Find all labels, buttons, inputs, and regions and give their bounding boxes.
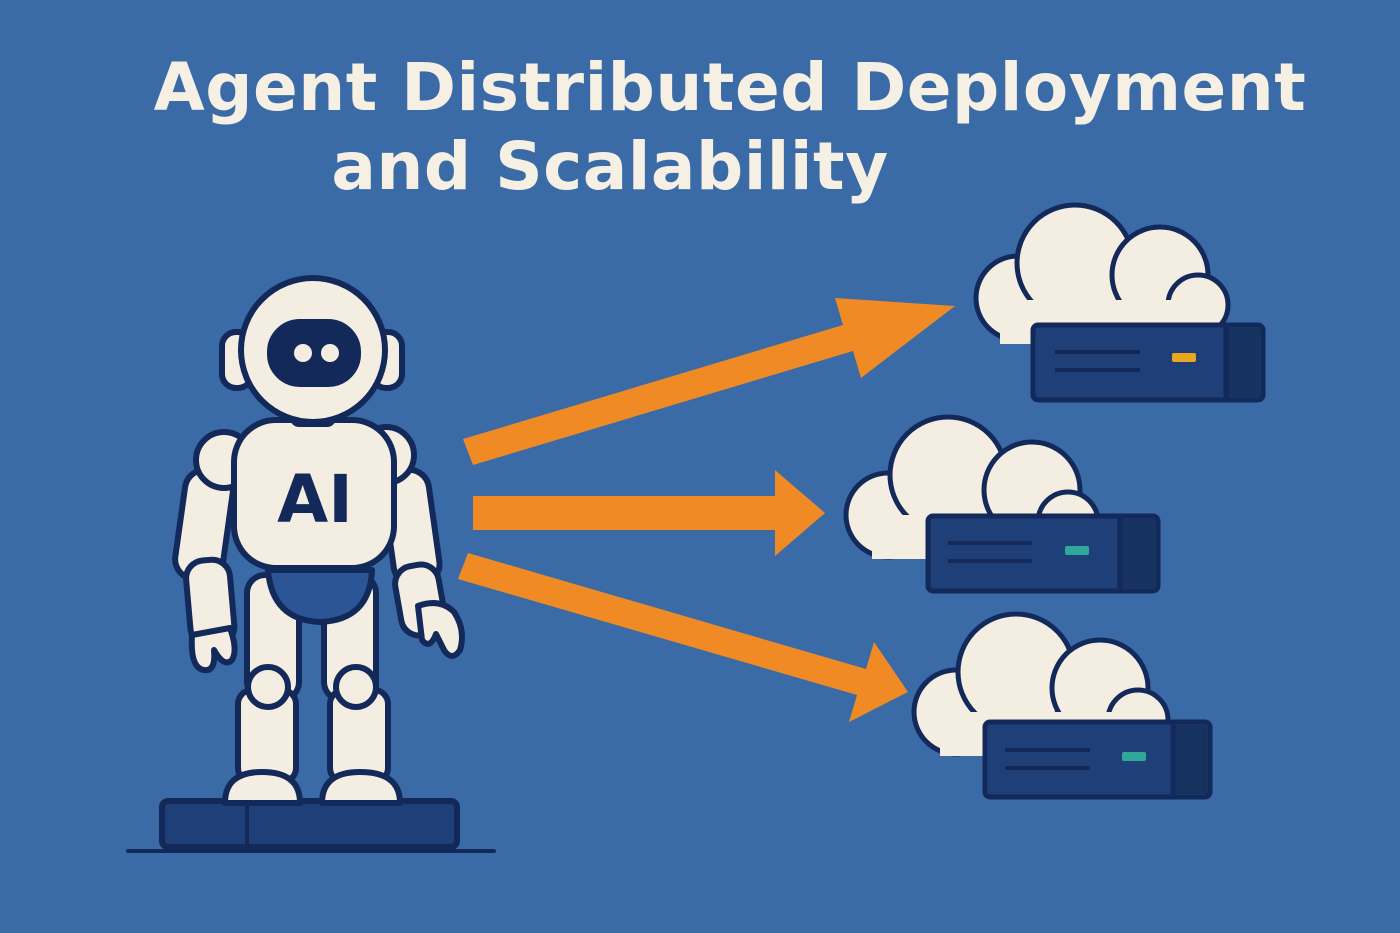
cloud-server-top [973, 202, 1266, 403]
robot-chest-label: AI [277, 461, 353, 538]
status-led-teal [1122, 752, 1146, 761]
status-led-teal [1065, 546, 1089, 555]
cloud-server-bottom [911, 611, 1213, 800]
arrow-to-bottom-server [458, 553, 908, 722]
robot-visor [267, 319, 361, 387]
deployment-arrows [458, 298, 955, 722]
page-title: Agent Distributed Deployment and Scalabi… [0, 48, 1400, 206]
pedestal [159, 798, 460, 850]
status-led-amber [1172, 353, 1196, 362]
arrow-to-middle-server [473, 470, 825, 556]
robot-icon [126, 275, 496, 853]
server-icon [925, 513, 1161, 594]
arrow-to-top-server [463, 298, 955, 465]
title-line-2: and Scalability [331, 128, 889, 206]
title-line-1: Agent Distributed Deployment [153, 49, 1307, 126]
server-icon [982, 719, 1213, 800]
cloud-server-middle [843, 414, 1161, 594]
server-icon [1030, 322, 1266, 403]
cloud-icon [973, 202, 1231, 344]
robot-hips [265, 567, 375, 625]
